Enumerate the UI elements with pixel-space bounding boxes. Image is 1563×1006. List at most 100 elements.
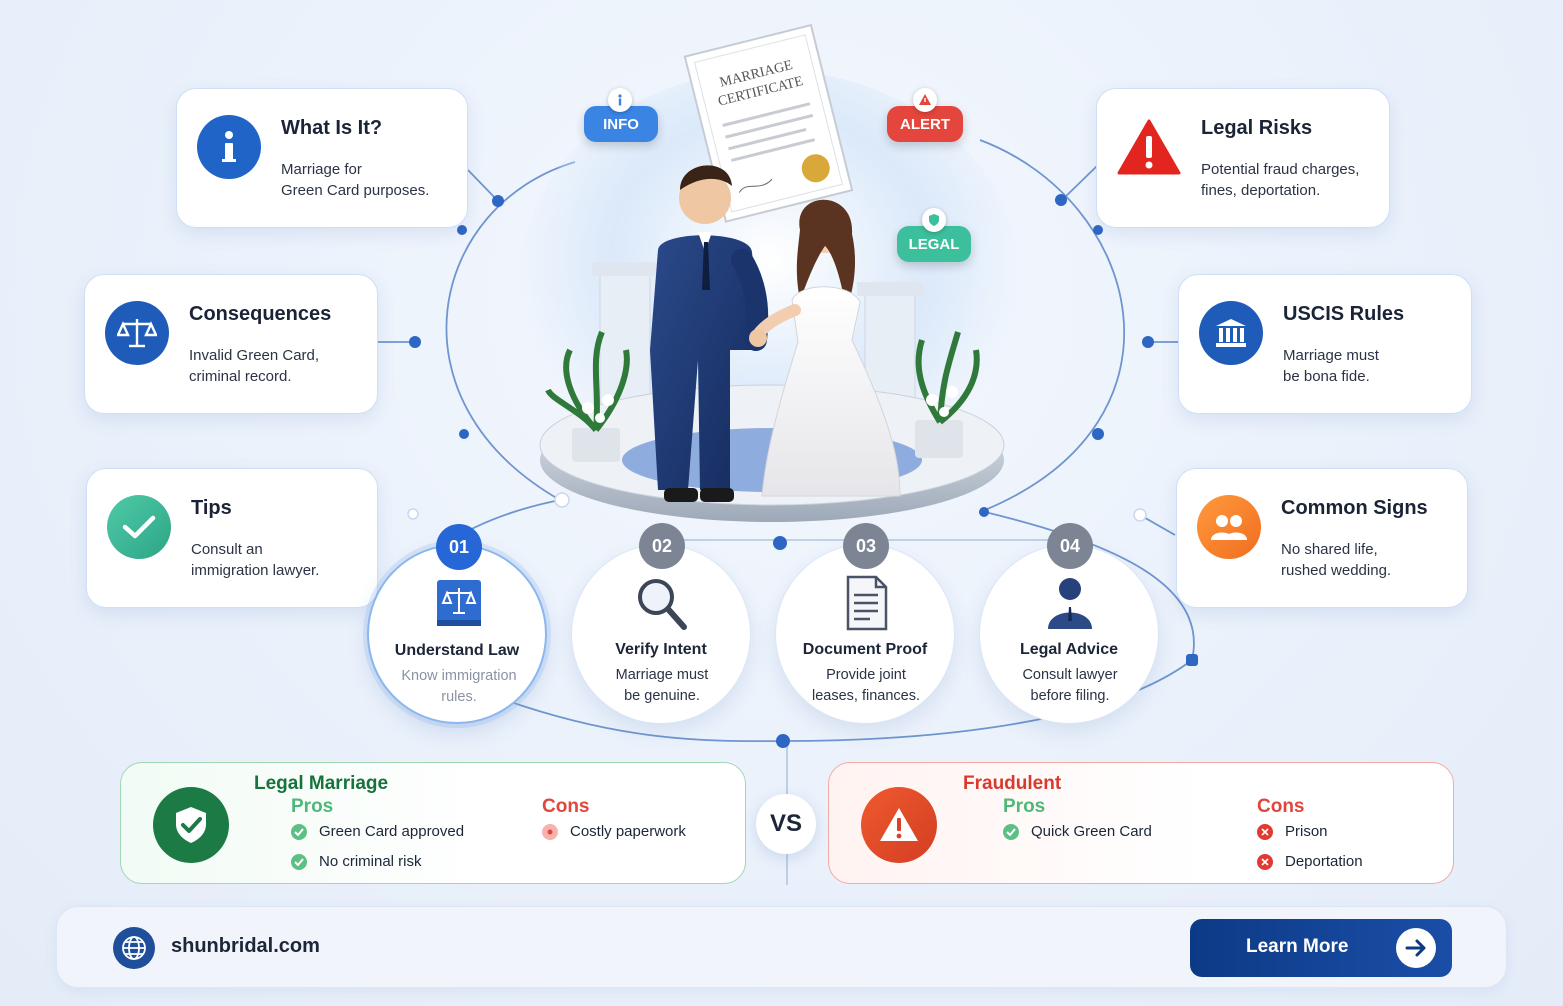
fraud-con-text: Prison — [1285, 823, 1328, 840]
bank-icon — [1199, 301, 1263, 365]
step-description-line: Marriage must — [615, 667, 709, 683]
step-document-proof: 03 Document Proof Provide joint leases, … — [775, 523, 955, 724]
site-link[interactable]: shunbridal.com — [171, 935, 320, 957]
learn-more-label: Learn More — [1246, 936, 1349, 957]
info-icon — [197, 115, 261, 179]
card-what-is-it: What Is It? Marriage for Green Card purp… — [176, 88, 468, 228]
fraud-con-item: Deportation — [1257, 853, 1363, 870]
step-description: Know immigration rules. — [389, 666, 529, 708]
legal-con-item: Costly paperwork — [542, 823, 686, 840]
fraudulent-panel: Fraudulent Pros Cons Quick Green Card Pr… — [828, 762, 1454, 884]
card-description-line: be bona fide. — [1283, 368, 1370, 385]
step-verify-intent: 02 Verify Intent Marriage must be genuin… — [571, 523, 751, 724]
legal-tag-label: LEGAL — [908, 235, 960, 253]
lawyer-icon — [1048, 578, 1092, 629]
step-description-line: leases, finances. — [811, 688, 920, 704]
step-number: 01 — [436, 524, 482, 570]
card-description: No shared life, rushed wedding. — [1281, 539, 1471, 581]
card-consequences: Consequences Invalid Green Card, crimina… — [84, 274, 378, 414]
card-description-line: criminal record. — [189, 368, 292, 385]
step-title: Understand Law — [394, 642, 520, 659]
legal-pro-item: Green Card approved — [291, 823, 464, 840]
card-description-line: Consult an — [191, 541, 263, 558]
fraud-con-item: Prison — [1257, 823, 1328, 840]
step-description-line: before filing. — [1030, 688, 1110, 704]
card-description: Marriage for Green Card purposes. — [281, 159, 471, 201]
card-description: Invalid Green Card, criminal record. — [189, 345, 379, 387]
card-title: Consequences — [189, 303, 332, 325]
card-tips: Tips Consult an immigration lawyer. — [86, 468, 378, 608]
legal-con-text: Costly paperwork — [570, 823, 686, 840]
step-description: Provide joint leases, finances. — [796, 665, 936, 707]
legal-marriage-panel: Legal Marriage Pros Cons Green Card appr… — [120, 762, 746, 884]
alert-tag: ALERT — [887, 106, 963, 142]
card-description-line: Marriage must — [1283, 347, 1379, 364]
shield-check-icon — [153, 787, 229, 863]
step-description-line: Provide joint — [826, 667, 906, 683]
card-description-line: fines, deportation. — [1201, 182, 1321, 199]
alert-badge-icon — [913, 88, 937, 112]
step-number: 03 — [843, 523, 889, 569]
card-description-line: immigration lawyer. — [191, 562, 320, 579]
legal-cons-label: Cons — [542, 796, 590, 817]
card-description-line: Invalid Green Card, — [189, 347, 320, 364]
card-description-line: No shared life, — [1281, 541, 1378, 558]
globe-icon — [113, 927, 155, 969]
learn-more-button[interactable]: Learn More — [1190, 919, 1452, 977]
check-icon — [291, 823, 307, 840]
legal-pro-text: Green Card approved — [319, 823, 465, 840]
arrow-right-icon — [1396, 928, 1436, 968]
warning-icon — [861, 787, 937, 863]
step-description: Consult lawyer before filing. — [1000, 665, 1140, 707]
legal-pro-item: No criminal risk — [291, 853, 422, 870]
legal-pro-text: No criminal risk — [319, 853, 422, 870]
scales-icon — [105, 301, 169, 365]
wedding-scene-illustration: MARRIAGE CERTIFICATE — [539, 23, 1005, 522]
card-description-line: rushed wedding. — [1281, 562, 1392, 579]
step-description: Marriage must be genuine. — [592, 665, 732, 707]
vs-badge: VS — [756, 794, 816, 854]
card-description-line: Marriage for — [281, 161, 362, 178]
x-icon — [1257, 853, 1273, 870]
card-description: Consult an immigration lawyer. — [191, 539, 381, 581]
fraud-pro-text: Quick Green Card — [1031, 823, 1152, 840]
card-title: What Is It? — [281, 117, 383, 139]
step-title: Legal Advice — [1019, 641, 1119, 658]
check-icon — [1003, 823, 1019, 840]
card-title: USCIS Rules — [1283, 303, 1405, 325]
legal-badge-icon — [922, 208, 946, 232]
fraud-cons-label: Cons — [1257, 796, 1305, 817]
magnifier-icon — [638, 579, 687, 630]
check-icon — [107, 495, 171, 559]
law-book-icon — [437, 580, 481, 626]
alert-tag-label: ALERT — [900, 115, 950, 133]
document-icon — [846, 575, 888, 631]
step-title: Document Proof — [802, 641, 928, 658]
step-understand-law: 01 Understand Law Know immigration rules… — [367, 524, 547, 724]
info-tag: INFO — [584, 106, 658, 142]
legal-pros-label: Pros — [291, 796, 334, 817]
legal-marriage-title: Legal Marriage — [254, 773, 389, 794]
card-common-signs: Common Signs No shared life, rushed wedd… — [1176, 468, 1468, 608]
fraud-pro-item: Quick Green Card — [1003, 823, 1152, 840]
card-legal-risks: Legal Risks Potential fraud charges, fin… — [1096, 88, 1390, 228]
step-description-line: rules. — [441, 689, 477, 705]
fraud-con-text: Deportation — [1285, 853, 1363, 870]
card-uscis-rules: USCIS Rules Marriage must be bona fide. — [1178, 274, 1472, 414]
card-description: Marriage must be bona fide. — [1283, 345, 1473, 387]
card-description-line: Potential fraud charges, — [1201, 161, 1360, 178]
card-title: Legal Risks — [1201, 117, 1313, 139]
x-icon — [1257, 823, 1273, 840]
people-icon — [1197, 495, 1261, 559]
card-title: Common Signs — [1281, 497, 1428, 519]
footer-bar: shunbridal.com Learn More — [56, 906, 1507, 988]
step-number: 04 — [1047, 523, 1093, 569]
warning-icon — [1117, 115, 1181, 179]
card-title: Tips — [191, 497, 232, 519]
step-description-line: Consult lawyer — [1022, 667, 1118, 683]
step-title: Verify Intent — [615, 641, 707, 658]
step-number: 02 — [639, 523, 685, 569]
card-description-line: Green Card purposes. — [281, 182, 430, 199]
step-description-line: Know immigration — [401, 668, 517, 684]
card-description: Potential fraud charges, fines, deportat… — [1201, 159, 1391, 201]
